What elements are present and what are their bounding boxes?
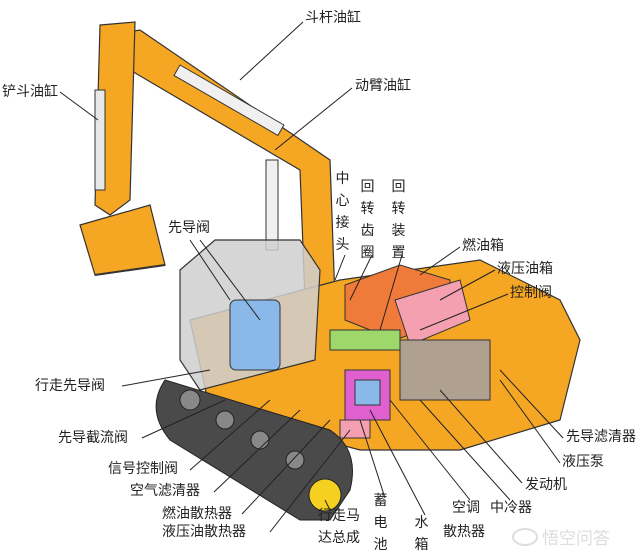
label-signal-control-valve: 信号控制阀 <box>108 461 178 477</box>
engine <box>399 339 491 401</box>
label-engine: 发动机 <box>525 477 567 493</box>
label-pilot-filter: 先导滤清器 <box>566 429 636 445</box>
travel-motor <box>308 478 342 512</box>
label-travel-motor-2: 达总成 <box>318 530 360 546</box>
watermark-logo-icon <box>512 527 538 546</box>
watermark: 悟空问答 <box>512 524 610 549</box>
label-hydraulic-pump: 液压泵 <box>562 454 604 470</box>
watermark-text: 悟空问答 <box>542 529 610 549</box>
label-swing-ring: 回转齿圈 <box>360 179 375 261</box>
boom-cylinder <box>265 159 279 251</box>
label-ac-radiator-1: 空调 <box>452 500 480 516</box>
label-control-valve: 控制阀 <box>510 285 552 301</box>
hydraulic-tank <box>394 279 471 346</box>
label-travel-pilot-valve: 行走先导阀 <box>35 378 105 394</box>
label-air-filter: 空气滤清器 <box>130 483 200 499</box>
label-arm-cylinder: 斗杆油缸 <box>305 10 361 26</box>
label-pilot-valve: 先导阀 <box>168 220 210 236</box>
label-pilot-cutoff-valve: 先导截流阀 <box>58 430 128 446</box>
label-fuel-cooler: 燃油散热器 <box>162 506 232 522</box>
label-boom-cylinder: 动臂油缸 <box>355 78 411 94</box>
label-battery: 蓄电池 <box>373 493 388 553</box>
label-center-joint: 中心接头 <box>335 171 350 253</box>
label-bucket-cylinder: 铲斗油缸 <box>2 84 58 100</box>
label-travel-motor-1: 行走马 <box>318 508 360 524</box>
label-hydraulic-tank: 液压油箱 <box>497 261 553 277</box>
label-hydraulic-oil-cooler: 液压油散热器 <box>162 524 246 540</box>
bucket <box>79 204 166 276</box>
label-intercooler: 中冷器 <box>490 500 532 516</box>
bucket-cylinder <box>94 89 106 191</box>
track <box>155 379 353 521</box>
label-fuel-tank: 燃油箱 <box>462 238 504 254</box>
arm-cylinder <box>173 64 285 137</box>
label-swing-device: 回转装置 <box>391 179 406 261</box>
label-water-tank: 水箱 <box>414 515 429 553</box>
label-ac-radiator-2: 散热器 <box>443 524 485 540</box>
